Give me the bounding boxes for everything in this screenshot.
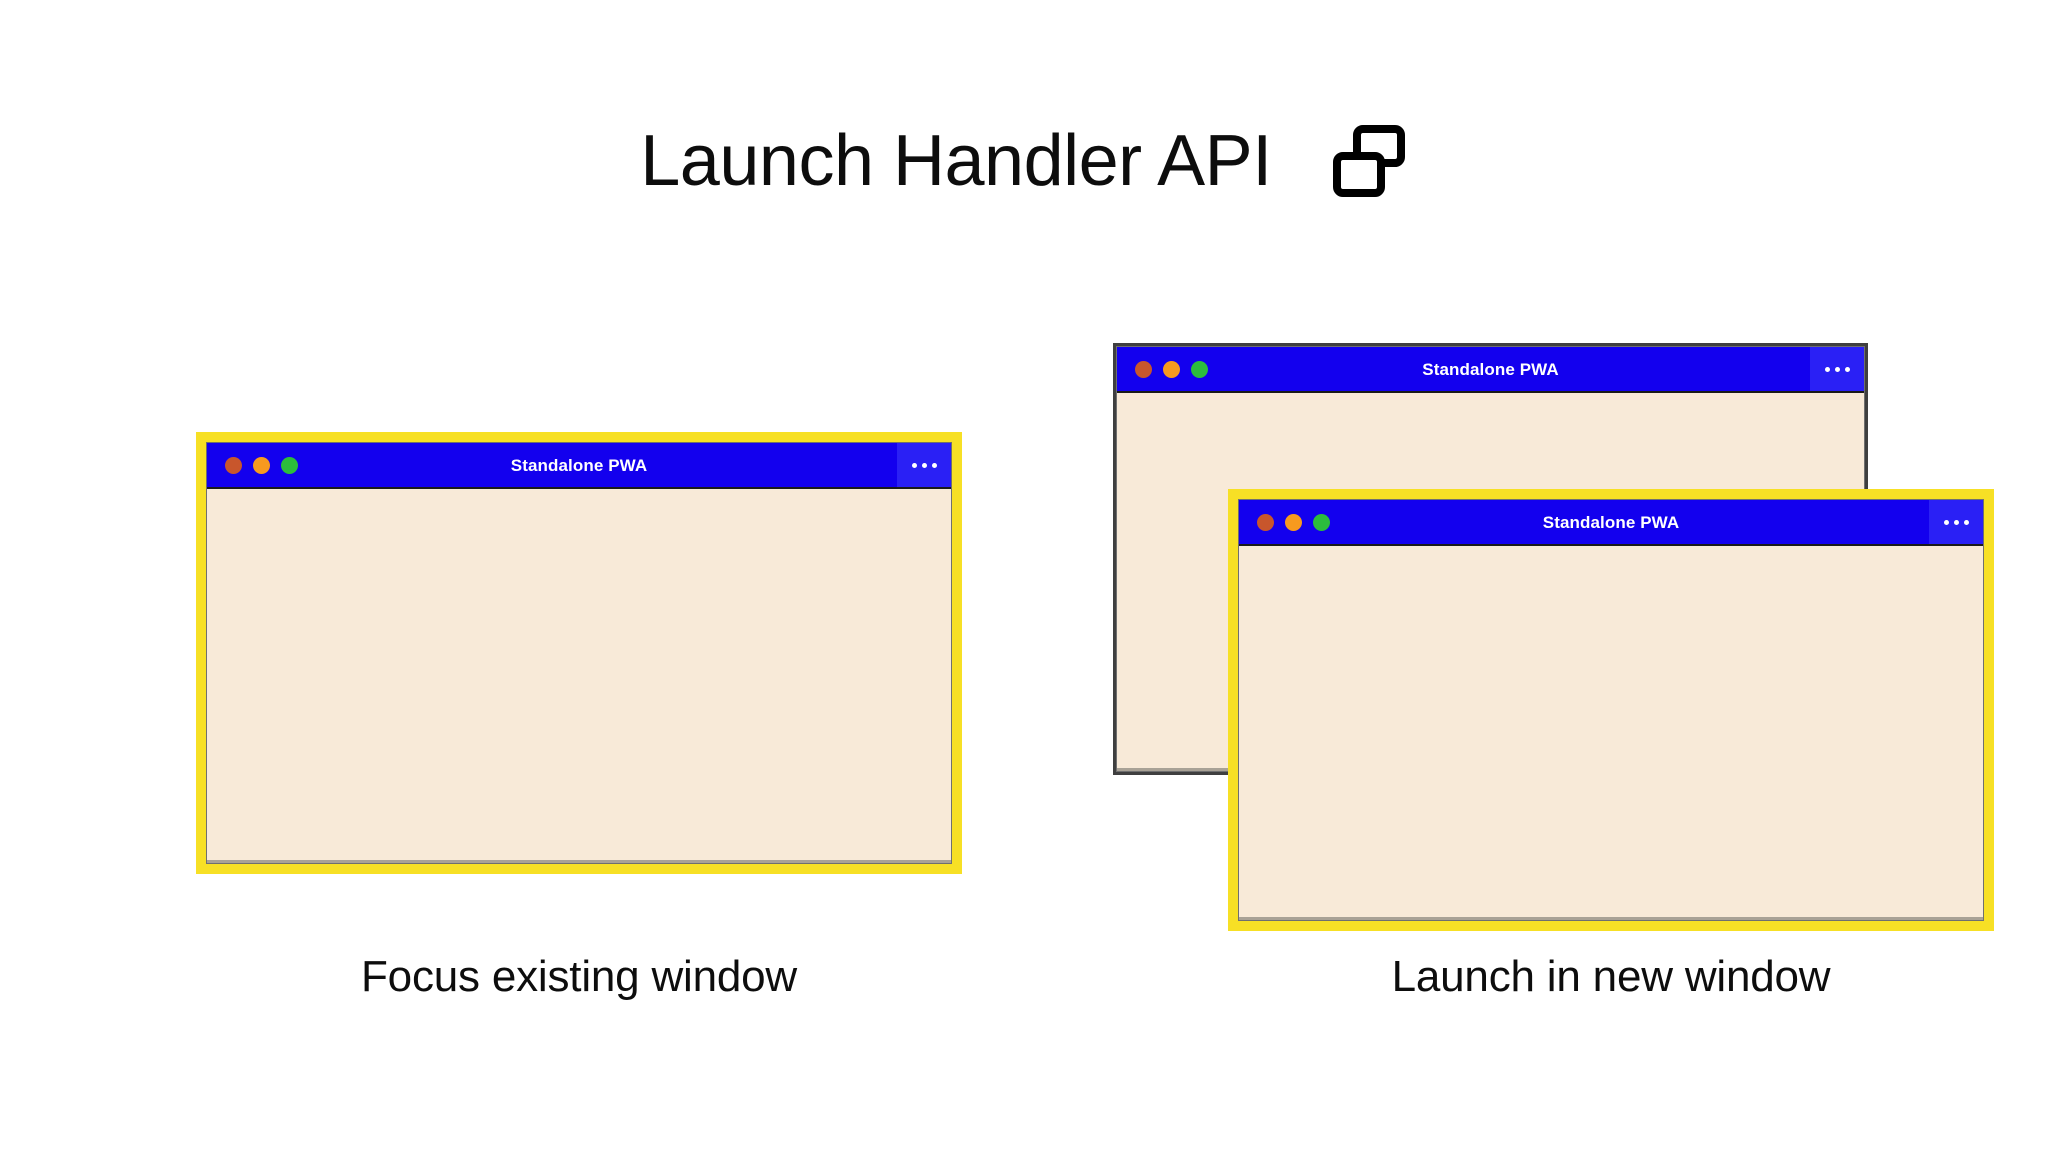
maximize-dot[interactable]: [281, 456, 298, 474]
window-content-area: [207, 489, 951, 863]
close-dot[interactable]: [225, 456, 242, 474]
maximize-dot[interactable]: [1313, 513, 1330, 531]
window-content-area: [1239, 546, 1983, 920]
menu-dot: [1844, 366, 1850, 372]
menu-dot: [1963, 519, 1969, 525]
pwa-window-left[interactable]: Standalone PWA: [196, 432, 962, 874]
caption-focus-existing-window: Focus existing window: [361, 952, 797, 1001]
window-titlebar[interactable]: Standalone PWA: [207, 443, 951, 489]
pwa-window-right-front[interactable]: Standalone PWA: [1228, 489, 1994, 931]
minimize-dot[interactable]: [1163, 360, 1180, 378]
window-titlebar[interactable]: Standalone PWA: [1239, 500, 1983, 546]
window-title: Standalone PWA: [1542, 512, 1680, 532]
close-dot[interactable]: [1257, 513, 1274, 531]
menu-dot: [921, 462, 927, 468]
close-dot[interactable]: [1135, 360, 1152, 378]
page-heading: Launch Handler API: [0, 122, 2048, 200]
overflow-menu-icon[interactable]: [897, 443, 951, 487]
window-titlebar[interactable]: Standalone PWA: [1117, 347, 1864, 393]
overflow-menu-icon[interactable]: [1810, 347, 1864, 391]
menu-dot: [931, 462, 937, 468]
window-title: Standalone PWA: [1422, 359, 1559, 379]
minimize-dot[interactable]: [1285, 513, 1302, 531]
caption-launch-in-new-window: Launch in new window: [1391, 952, 1831, 1001]
window-inner: Standalone PWA: [206, 442, 952, 864]
menu-dot: [911, 462, 917, 468]
menu-dot: [1953, 519, 1959, 525]
maximize-dot[interactable]: [1191, 360, 1208, 378]
menu-dot: [1834, 366, 1840, 372]
traffic-lights: [1257, 500, 1330, 544]
overflow-menu-icon[interactable]: [1929, 500, 1983, 544]
two-windows-icon: [1330, 122, 1408, 200]
menu-dot: [1824, 366, 1830, 372]
window-title: Standalone PWA: [510, 455, 648, 475]
minimize-dot[interactable]: [253, 456, 270, 474]
page-title: Launch Handler API: [640, 121, 1272, 201]
traffic-lights: [1135, 347, 1208, 391]
window-inner: Standalone PWA: [1238, 499, 1984, 921]
traffic-lights: [225, 443, 298, 487]
menu-dot: [1943, 519, 1949, 525]
